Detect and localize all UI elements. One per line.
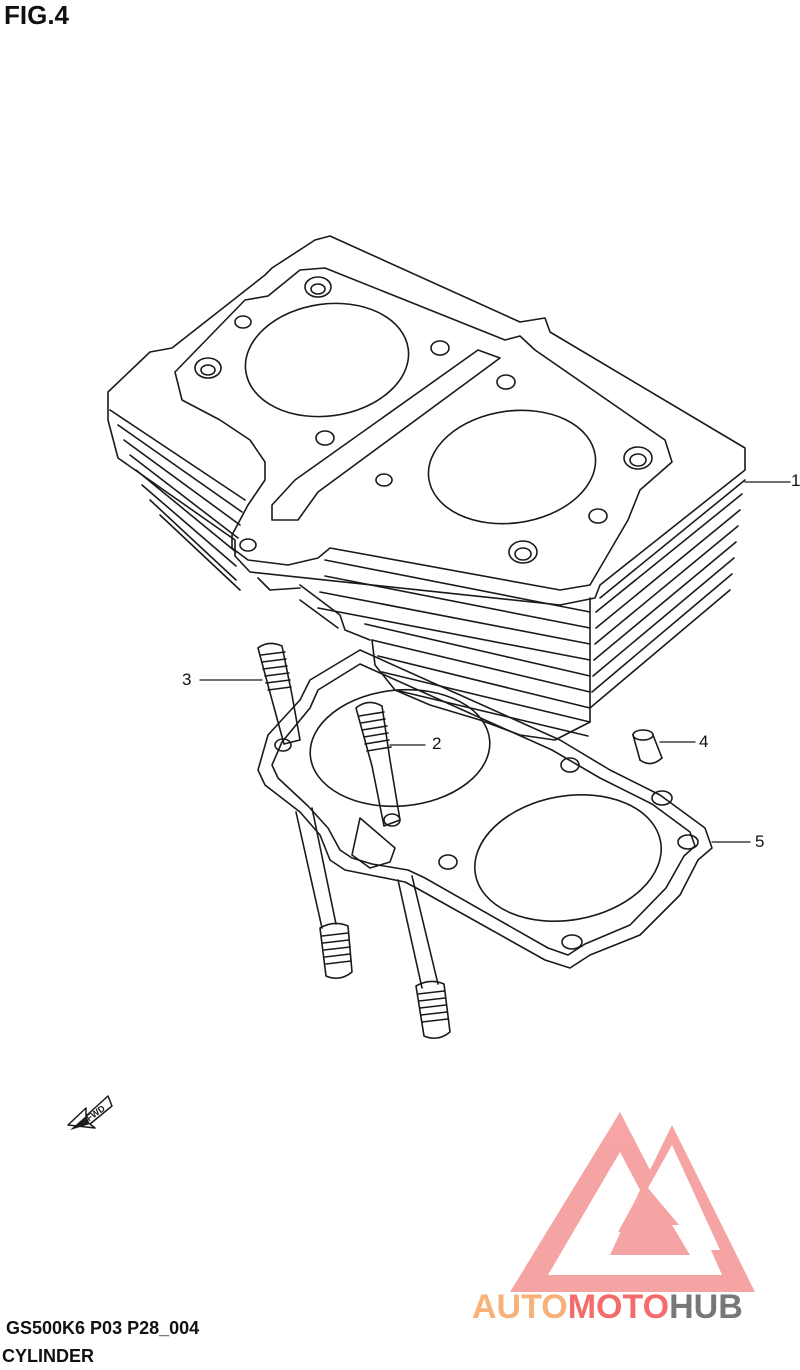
figure-title: FIG.4 [4, 0, 70, 30]
watermark-part-hub: HUB [669, 1288, 743, 1326]
watermark-part-auto: AUTO [472, 1288, 568, 1326]
cylinder-base-gasket [257, 649, 713, 969]
callout-5: 5 [755, 832, 765, 851]
figure-code: GS500K6 P03 P28_004 [6, 1318, 200, 1338]
dowel-pin [632, 729, 663, 765]
callout-3: 3 [182, 670, 192, 689]
leader-lines [199, 481, 791, 843]
figure-caption: CYLINDER [2, 1346, 95, 1366]
callout-2: 2 [432, 734, 442, 753]
fwd-arrow-icon: FWD [67, 1095, 113, 1130]
stud-left [257, 642, 353, 980]
watermark-text: AUTOMOTOHUB [472, 1288, 743, 1327]
watermark-part-moto: MOTO [567, 1288, 670, 1326]
cylinder-block [107, 235, 746, 741]
callout-4: 4 [699, 732, 709, 751]
stud-center [355, 701, 451, 1040]
watermark-logo [510, 1112, 755, 1292]
callout-1: 1 [791, 471, 800, 490]
